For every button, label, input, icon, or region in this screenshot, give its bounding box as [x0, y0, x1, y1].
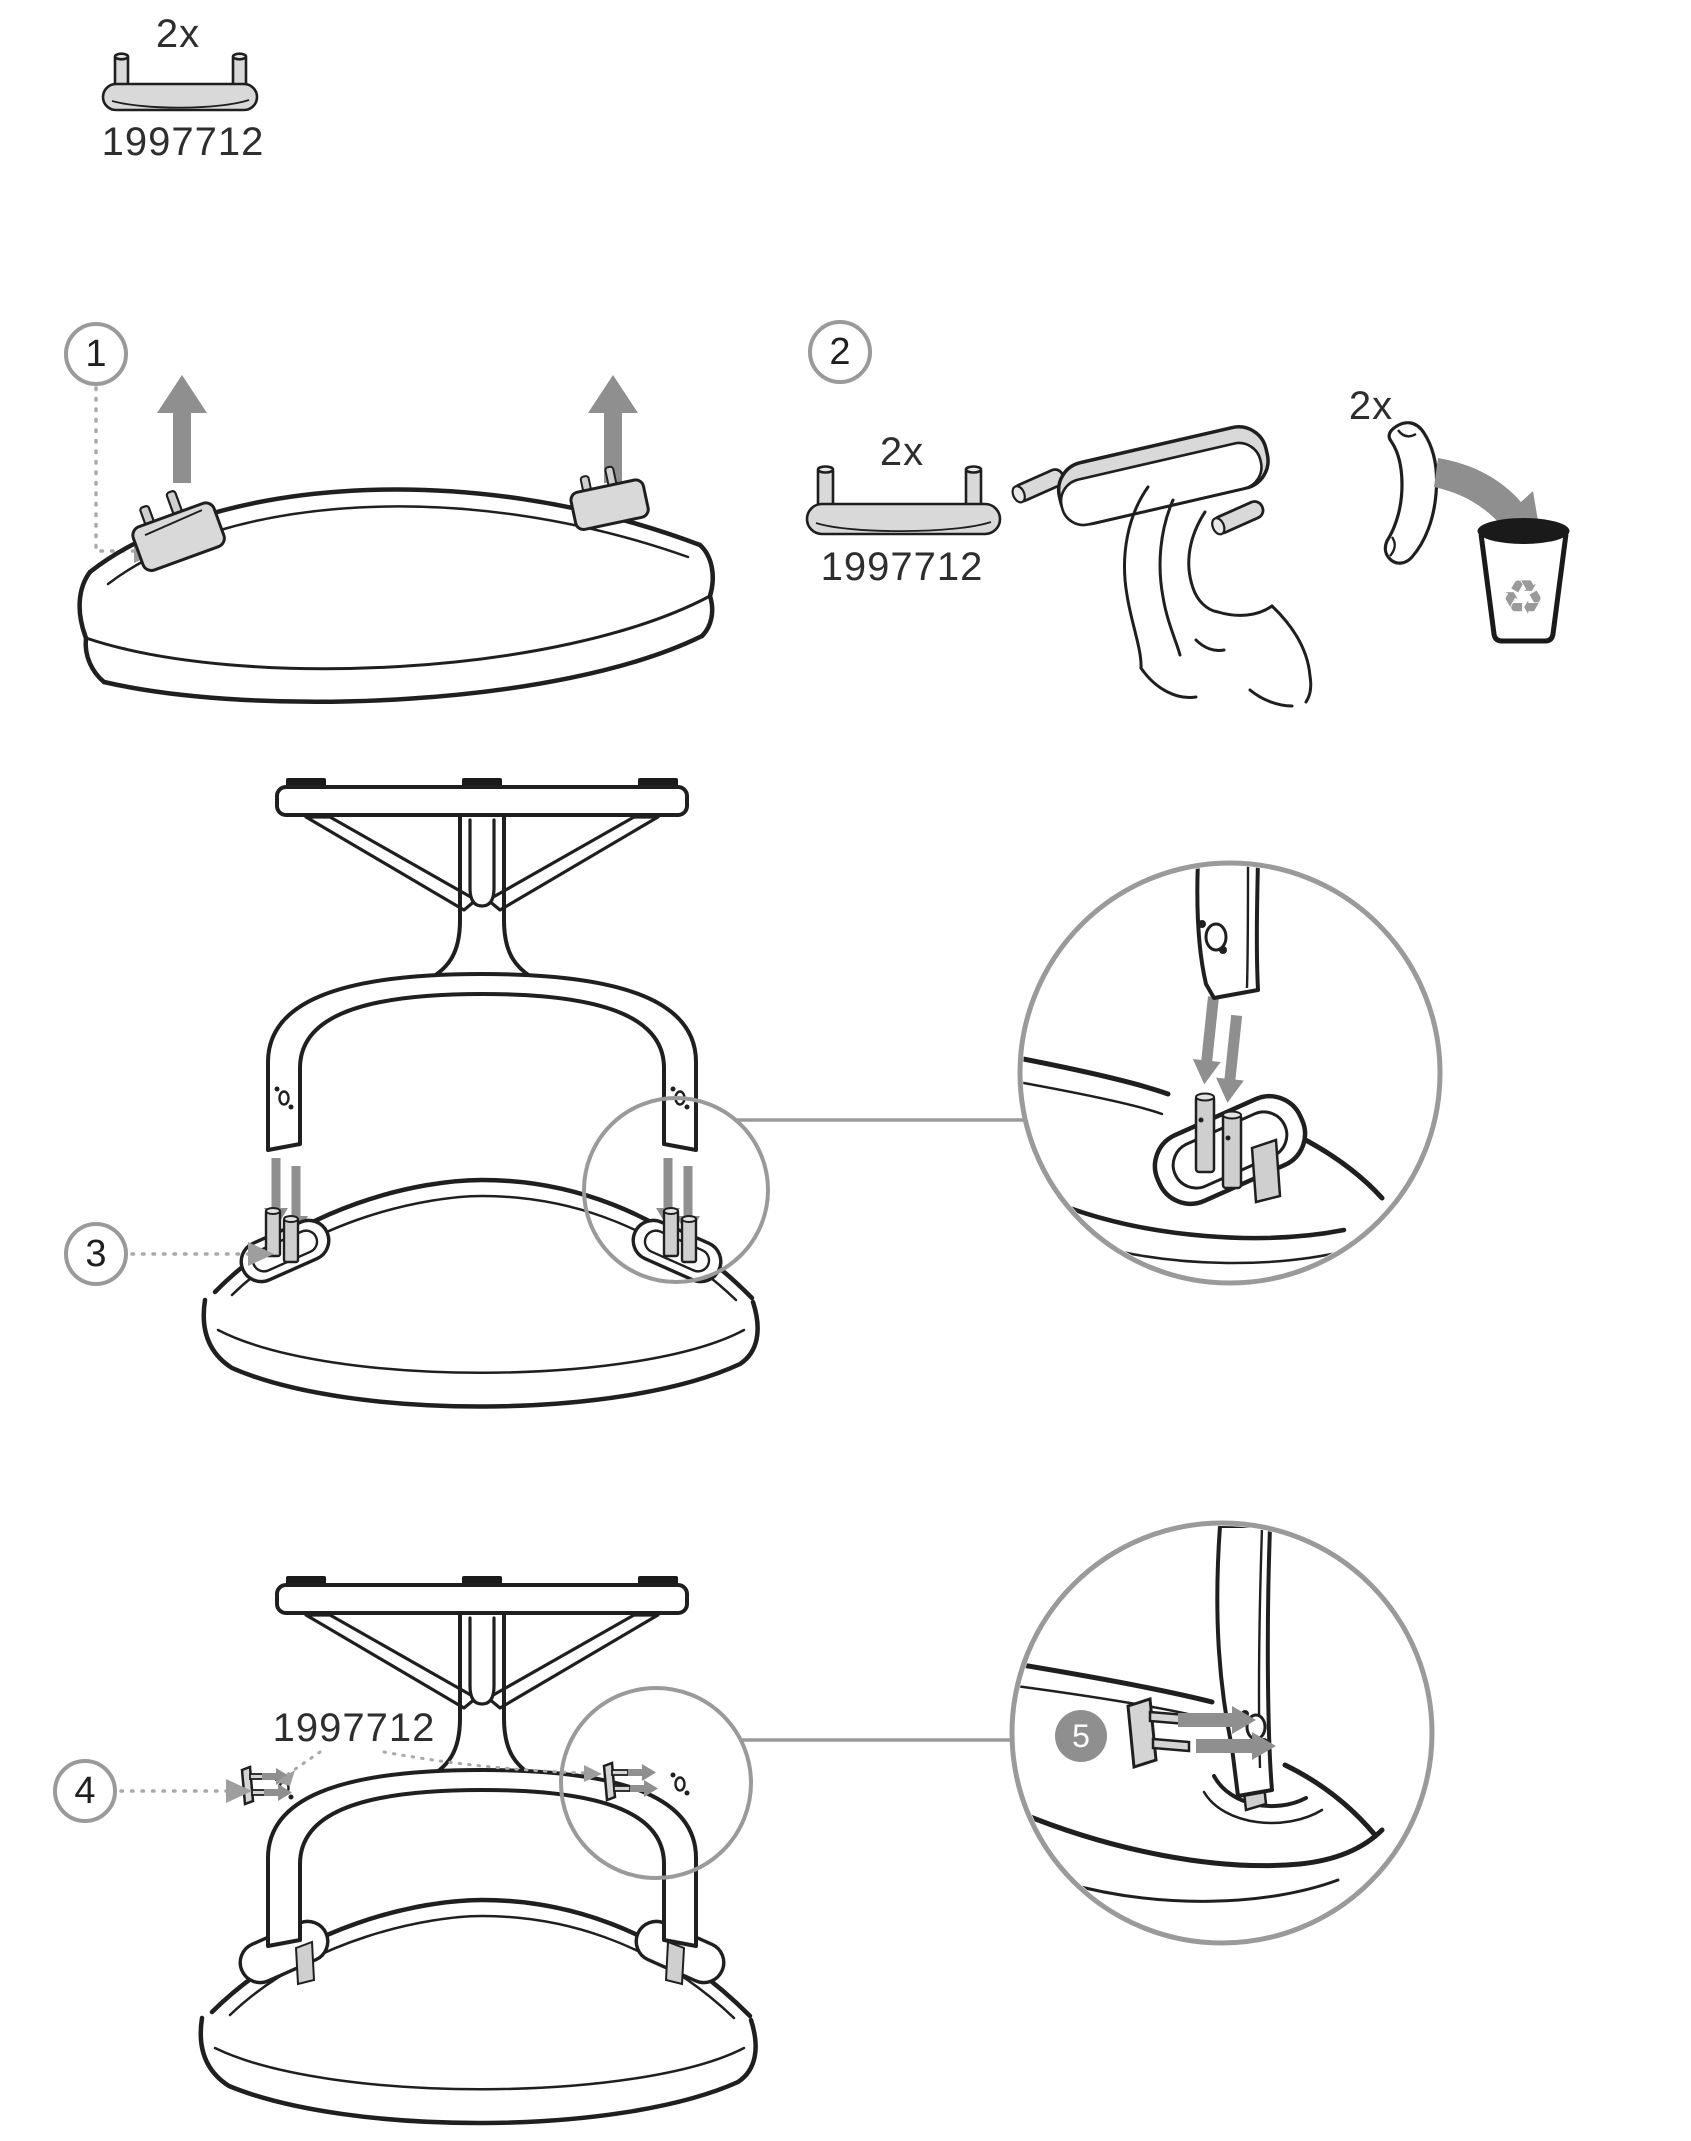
recycle-icon: ♻ — [1501, 570, 1544, 626]
socket-right-pins-step3 — [662, 1207, 698, 1264]
detail5-lock-pin — [1126, 1697, 1191, 1769]
magnifier-circle-step3 — [582, 1096, 770, 1284]
parts-number-label: 1997712 — [101, 120, 265, 164]
detail5-leg — [1215, 1526, 1274, 1798]
detail-step3-content — [1023, 866, 1385, 1265]
step-2-number: 2 — [829, 330, 851, 373]
step-3-number: 3 — [85, 1232, 107, 1275]
parts-quantity-label: 2x — [155, 12, 201, 56]
chair-frame-top-step4 — [275, 1574, 689, 1784]
insert-arrows-right-step4 — [628, 1764, 658, 1797]
socket-left-pins-step3 — [264, 1207, 300, 1264]
step-4-number: 4 — [74, 1769, 96, 1812]
lock-pin-right-step4 — [602, 1761, 631, 1802]
bracket-with-pins — [1011, 425, 1270, 536]
step2-part-quantity-label: 2x — [879, 430, 925, 474]
step3-callout-line — [130, 1242, 274, 1266]
step4-callout-line — [119, 1779, 252, 1803]
lock-pin-left-step4 — [240, 1765, 269, 1806]
dowel-part-diagram — [101, 52, 259, 112]
recycle-bin: ♻ — [1477, 518, 1570, 644]
step-1-number: 1 — [85, 332, 107, 375]
detail5-insert-arrows — [1178, 1706, 1276, 1760]
detail3-wedge — [1250, 1138, 1282, 1204]
callout-arrowhead-step4 — [226, 1779, 252, 1803]
step-5-number: 5 — [1072, 1717, 1090, 1754]
chair-arm-band-step3 — [266, 972, 698, 1152]
step-5-badge: 5 — [1055, 1710, 1107, 1762]
magnifier-circle-step4 — [559, 1686, 753, 1880]
leg-holes-step3 — [274, 1086, 690, 1110]
clip-left-step1 — [131, 490, 226, 573]
detail3-insert-arrows — [1192, 996, 1244, 1103]
step4-part-number-label: 1997712 — [272, 1706, 436, 1750]
detail3-leg — [1195, 866, 1260, 1000]
discard-strip — [1383, 421, 1439, 565]
hand-illustration — [1123, 485, 1313, 708]
detail-step5-content — [1015, 1526, 1385, 1940]
wedge-right-step4 — [664, 1940, 686, 1986]
chair-arm-band-step4 — [266, 1768, 698, 1948]
chair-frame-top — [275, 778, 689, 986]
step-2-badge: 2 — [808, 320, 872, 384]
removal-arrows-step1 — [157, 375, 638, 483]
dowel-part-diagram-step2 — [805, 465, 1002, 536]
clip-right-step1 — [569, 465, 650, 532]
detail3-pins — [1194, 1092, 1243, 1190]
step2-part-number-label: 1997712 — [820, 545, 984, 589]
wedge-left-step4 — [294, 1940, 316, 1986]
callout-arrowhead-step3 — [248, 1242, 274, 1266]
step-4-badge: 4 — [53, 1759, 117, 1823]
step2-discard-quantity-label: 2x — [1348, 384, 1394, 428]
detail-circle-step5 — [1009, 1520, 1435, 1946]
step-1-badge: 1 — [64, 322, 128, 386]
step-3-badge: 3 — [64, 1222, 128, 1286]
